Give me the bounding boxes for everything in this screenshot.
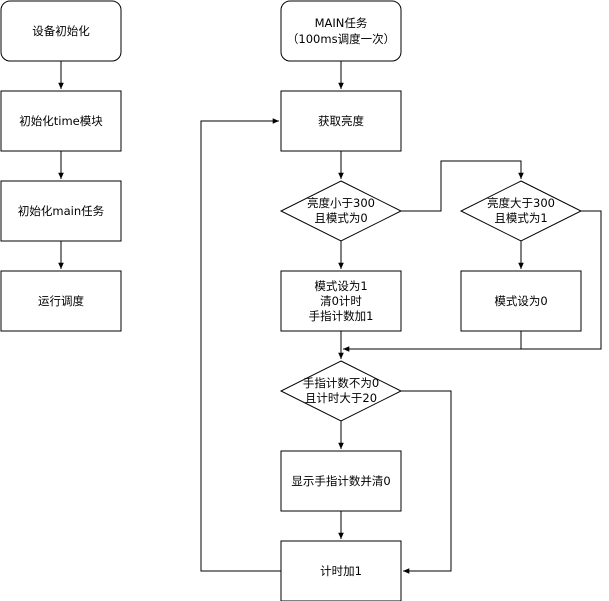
node-decision-high-label-1: 亮度大于300 xyxy=(487,196,555,210)
node-action-mode1: 模式设为1 清0计时 手指计数加1 xyxy=(280,270,402,332)
node-run-sched-label: 运行调度 xyxy=(38,294,84,308)
node-show-clear: 显示手指计数并清0 xyxy=(280,450,402,512)
node-run-sched: 运行调度 xyxy=(0,270,122,332)
edge-decision-low-to-decision-high xyxy=(401,160,524,212)
node-main-task: MAIN任务 （100ms调度一次） xyxy=(280,0,402,62)
node-get-brightness-label: 获取亮度 xyxy=(318,114,364,128)
node-action-mode1-label-3: 手指计数加1 xyxy=(309,309,374,323)
node-init-time-label: 初始化time模块 xyxy=(19,114,103,128)
node-action-mode1-label-2: 清0计时 xyxy=(320,294,362,308)
node-init-time: 初始化time模块 xyxy=(0,90,122,152)
node-action-mode1-label-1: 模式设为1 xyxy=(314,279,367,293)
node-action-mode0: 模式设为0 xyxy=(460,270,582,332)
node-timer-inc: 计时加1 xyxy=(280,540,402,601)
node-get-brightness: 获取亮度 xyxy=(280,90,402,152)
node-init-main: 初始化main任务 xyxy=(0,180,122,242)
node-decision-high: 亮度大于300 且模式为1 xyxy=(459,180,583,242)
node-init-device: 设备初始化 xyxy=(0,0,122,62)
node-decision-low-label-1: 亮度小于300 xyxy=(307,196,375,210)
node-init-main-label: 初始化main任务 xyxy=(18,204,105,218)
node-decision-finger-label-1: 手指计数不为0 xyxy=(303,376,379,390)
node-decision-finger: 手指计数不为0 且计时大于20 xyxy=(279,360,403,422)
node-main-task-label-1: MAIN任务 xyxy=(315,16,368,30)
node-show-clear-label: 显示手指计数并清0 xyxy=(291,474,390,488)
edge-decision-high-no-to-merge xyxy=(343,210,602,352)
node-main-task-label-2: （100ms调度一次） xyxy=(287,32,395,46)
edge-timer-inc-loop-to-get-brightness xyxy=(200,118,281,572)
node-decision-finger-label-2: 且计时大于20 xyxy=(305,391,377,405)
node-action-mode0-label: 模式设为0 xyxy=(494,294,547,308)
node-init-device-label: 设备初始化 xyxy=(32,24,90,38)
edge-decision-finger-no-to-timer-inc xyxy=(401,390,452,574)
node-decision-high-label-2: 且模式为1 xyxy=(494,211,547,225)
node-timer-inc-label: 计时加1 xyxy=(320,564,362,578)
node-decision-low: 亮度小于300 且模式为0 xyxy=(279,180,403,242)
node-decision-low-label-2: 且模式为0 xyxy=(314,211,367,225)
